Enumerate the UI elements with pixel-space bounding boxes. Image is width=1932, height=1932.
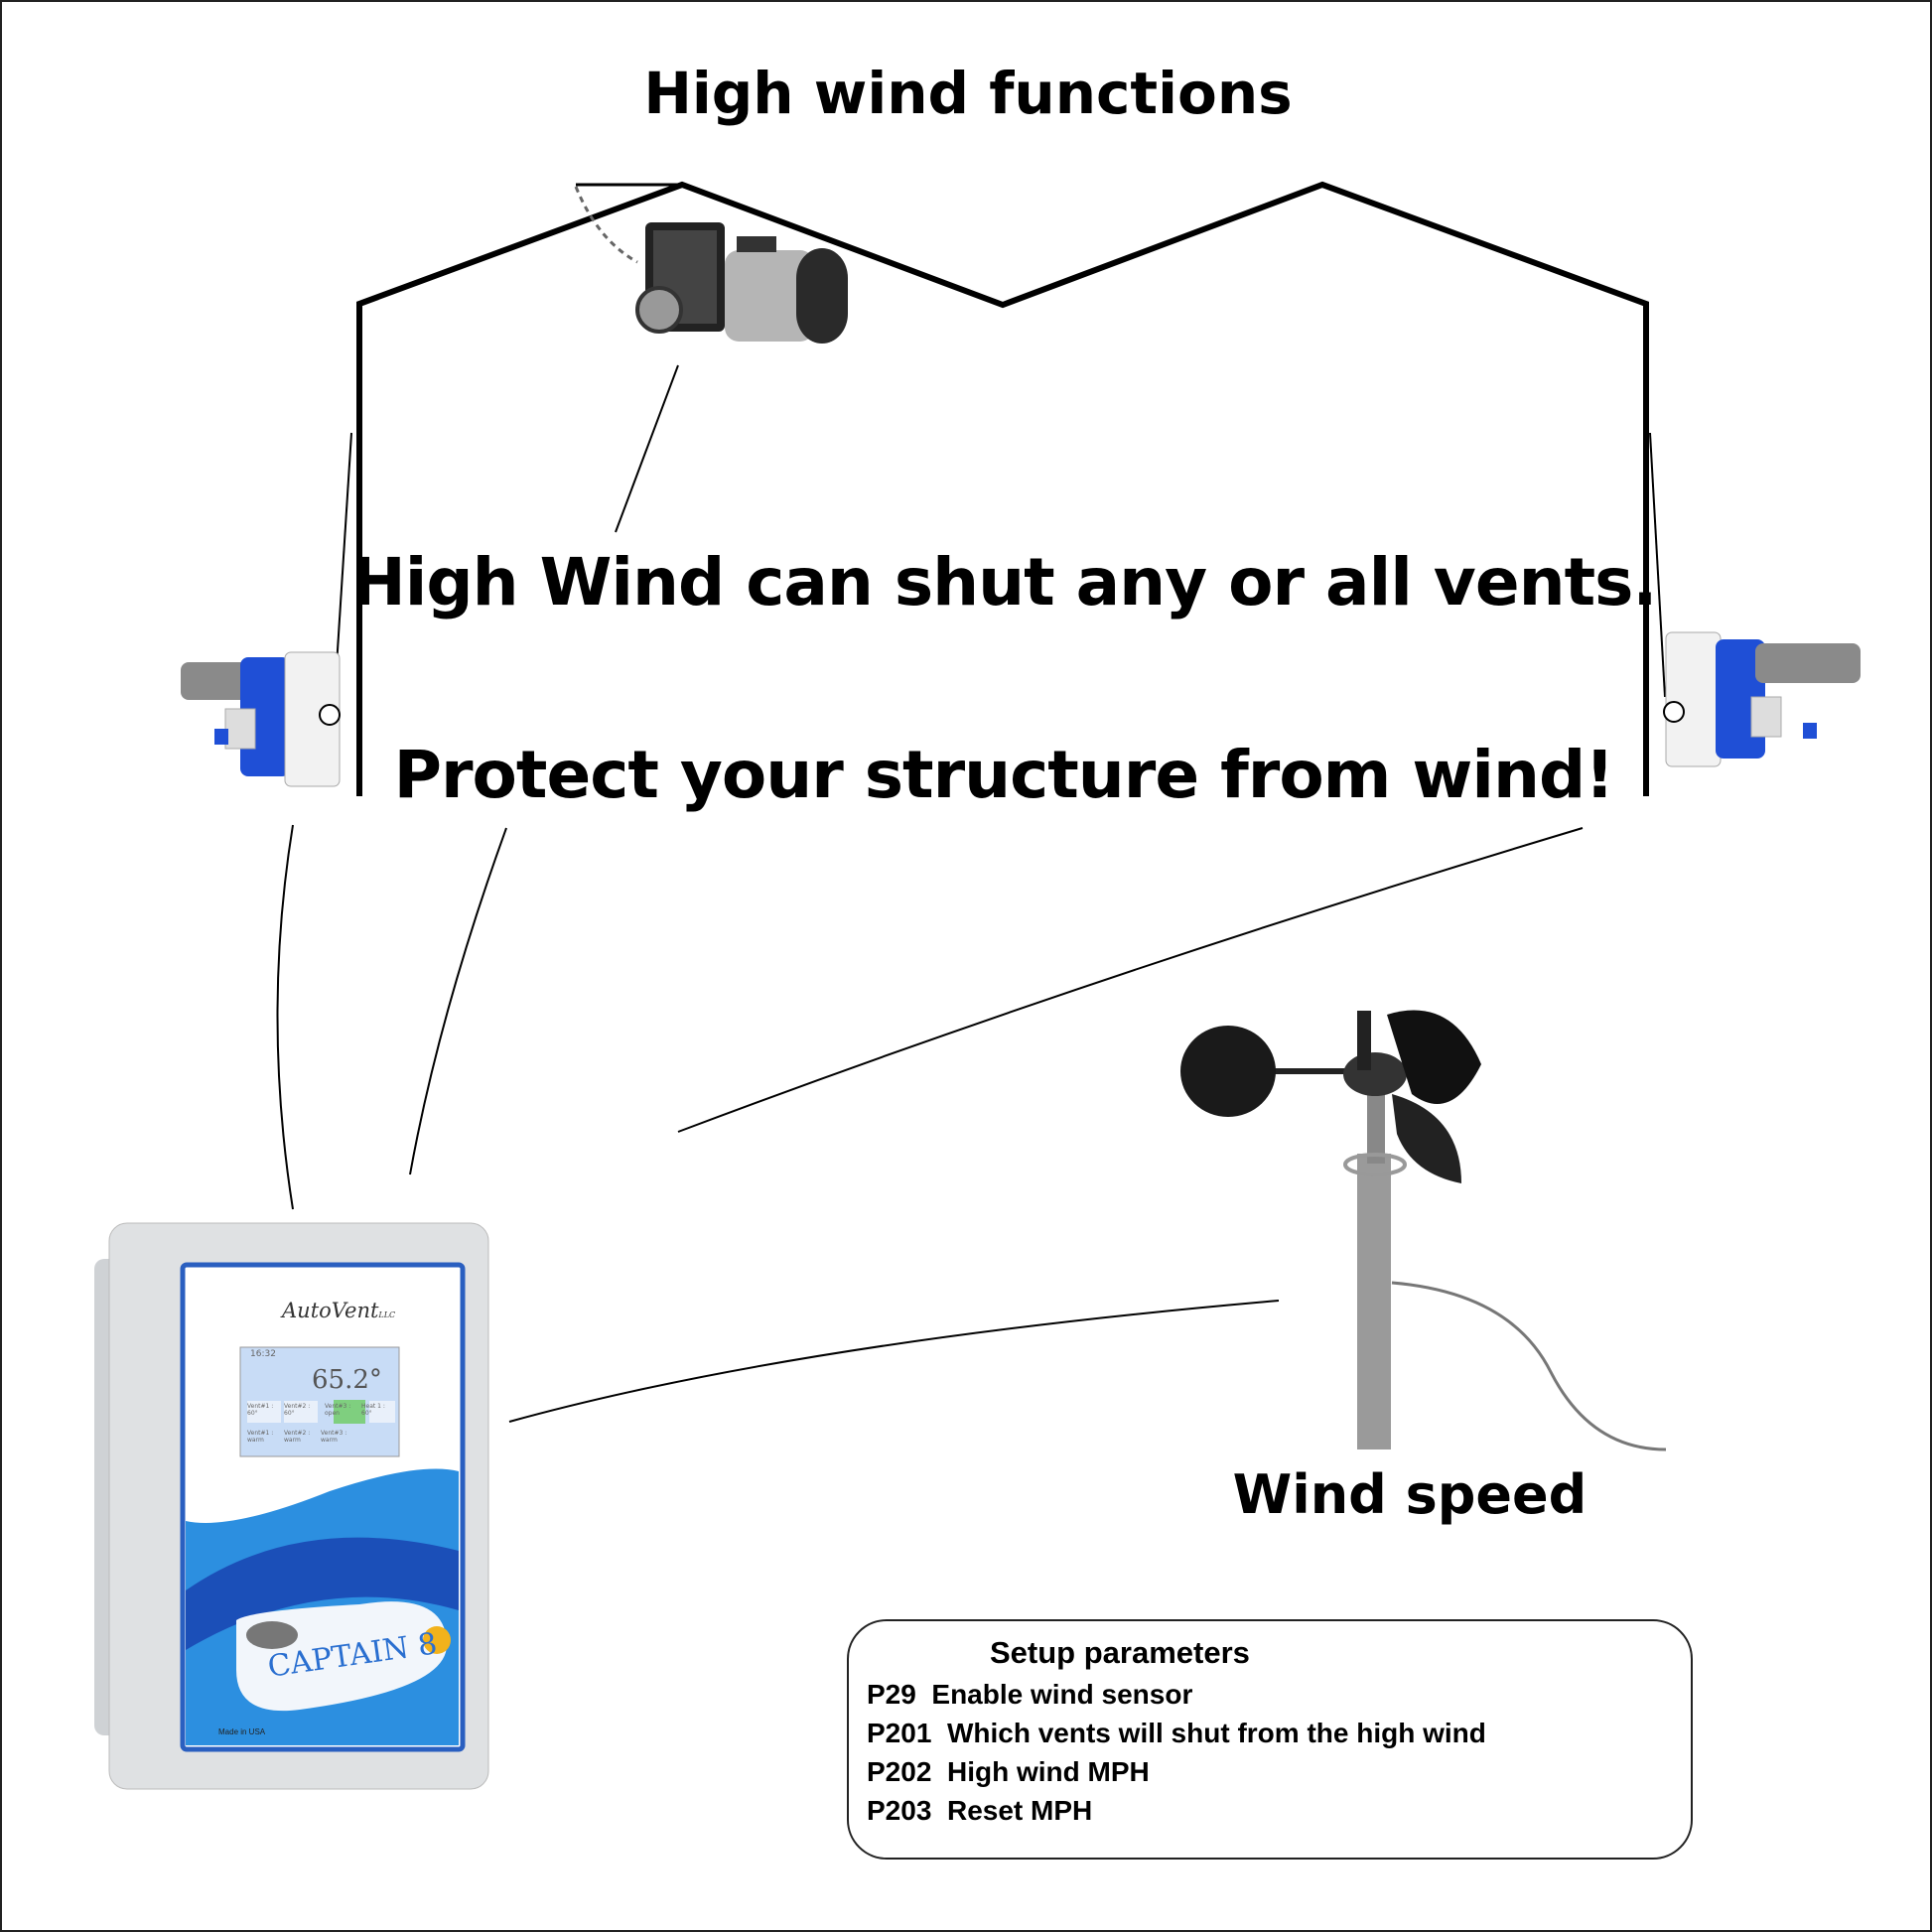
roof-motor-leader bbox=[615, 364, 679, 533]
param-desc: Which vents will shut from the high wind bbox=[946, 1718, 1486, 1748]
screen-tile-row-1: Vent#1 : 60° Vent#2 : 60° Vent#3 : open … bbox=[247, 1403, 387, 1417]
right-curtain-motor-icon bbox=[1663, 631, 1861, 767]
tile: Heat 1 : 60° bbox=[361, 1403, 385, 1417]
statement-shut-vents: High Wind can shut any or all vents. bbox=[350, 544, 1658, 621]
wire-roof-motor bbox=[409, 827, 507, 1175]
setup-parameters-box: Setup parameters P29 Enable wind sensor … bbox=[847, 1619, 1693, 1860]
screen-tile-row-2: Vent#1 : warm Vent#2 : warm Vent#3 : war… bbox=[247, 1430, 354, 1444]
param-desc: High wind MPH bbox=[946, 1756, 1150, 1787]
tile: Vent#1 : 60° bbox=[247, 1403, 274, 1417]
wire-left-motor bbox=[276, 824, 294, 1210]
param-row: P203 Reset MPH bbox=[867, 1795, 1092, 1827]
param-code: P29 bbox=[867, 1679, 916, 1710]
left-curtain-motor-icon bbox=[181, 651, 341, 787]
left-curtain-line bbox=[334, 432, 352, 698]
anemometer-icon bbox=[1180, 1010, 1667, 1451]
roof-gear-motor-icon bbox=[635, 222, 848, 344]
made-in-usa: Made in USA bbox=[218, 1727, 266, 1736]
captain-8-controller bbox=[94, 1222, 489, 1790]
tile: Vent#2 : 60° bbox=[284, 1403, 311, 1417]
wire-right-motor bbox=[677, 827, 1584, 1133]
tile-active: Vent#3 : open bbox=[325, 1403, 351, 1417]
param-code: P202 bbox=[867, 1756, 932, 1787]
brand-name: AutoVent bbox=[282, 1299, 379, 1322]
param-desc: Enable wind sensor bbox=[931, 1679, 1193, 1710]
roof-vent-swing-arc bbox=[574, 186, 638, 264]
param-row: P29 Enable wind sensor bbox=[867, 1679, 1192, 1711]
screen-temperature: 65.2° bbox=[312, 1365, 382, 1395]
screen-time: 16:32 bbox=[250, 1349, 276, 1359]
tile: Vent#3 : warm bbox=[321, 1430, 347, 1444]
wind-speed-label: Wind speed bbox=[1232, 1463, 1587, 1526]
page-title: High wind functions bbox=[643, 60, 1293, 127]
controller-brand: AutoVentLLC bbox=[282, 1299, 395, 1322]
param-desc: Reset MPH bbox=[946, 1795, 1093, 1826]
param-row: P201 Which vents will shut from the high… bbox=[867, 1718, 1486, 1749]
setup-parameters-title: Setup parameters bbox=[990, 1635, 1250, 1670]
brand-suffix: LLC bbox=[378, 1311, 396, 1319]
greenhouse-outline bbox=[356, 181, 1649, 796]
param-code: P201 bbox=[867, 1718, 932, 1748]
statement-protect-structure: Protect your structure from wind! bbox=[393, 737, 1615, 813]
tile: Vent#1 : warm bbox=[247, 1430, 274, 1444]
wire-anemometer bbox=[508, 1300, 1280, 1423]
right-curtain-line bbox=[1649, 432, 1666, 698]
param-code: P203 bbox=[867, 1795, 932, 1826]
param-row: P202 High wind MPH bbox=[867, 1756, 1150, 1788]
tile: Vent#2 : warm bbox=[284, 1430, 311, 1444]
